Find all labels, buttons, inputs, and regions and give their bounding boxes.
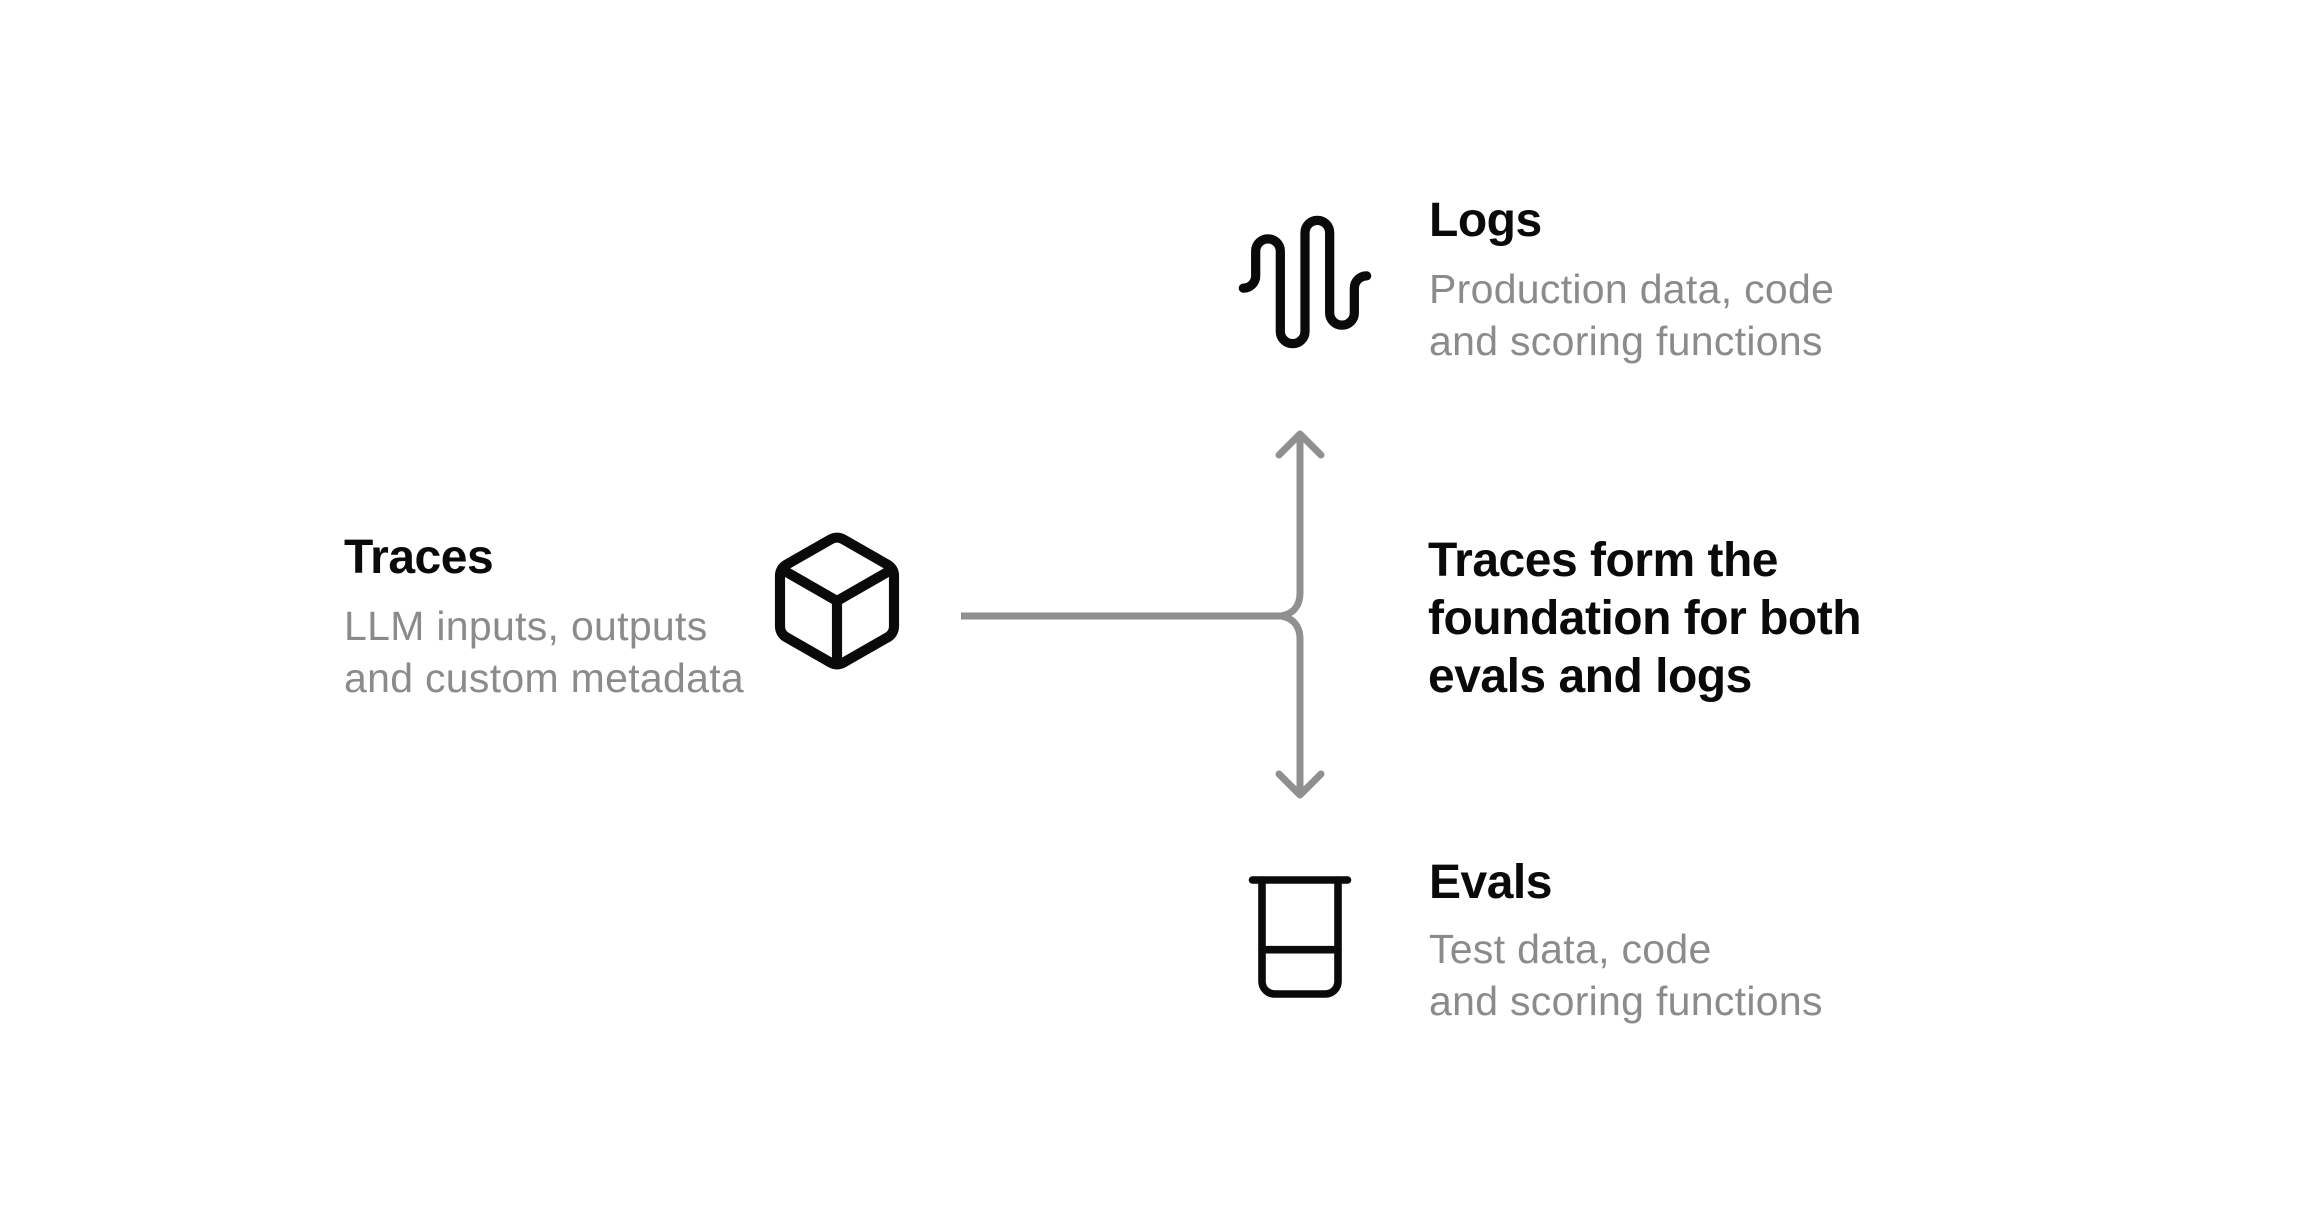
logs-title: Logs bbox=[1429, 194, 1542, 247]
connector-branch-down bbox=[1280, 612, 1304, 790]
fork-connector bbox=[961, 430, 1325, 799]
traces-subtitle-line2: and custom metadata bbox=[344, 655, 744, 701]
logs-subtitle-line1: Production data, code bbox=[1429, 266, 1835, 312]
traces-title: Traces bbox=[344, 531, 494, 584]
evals-title: Evals bbox=[1429, 856, 1552, 909]
arrow-down-icon bbox=[1275, 770, 1325, 799]
logs-subtitle: Production data, code and scoring functio… bbox=[1429, 263, 1834, 367]
evals-subtitle: Test data, code and scoring functions bbox=[1429, 923, 1823, 1027]
beaker-icon bbox=[1248, 876, 1352, 998]
annotation-line3: evals and logs bbox=[1428, 650, 1752, 703]
connector-branch-up bbox=[961, 439, 1304, 620]
annotation-line1: Traces form the bbox=[1428, 534, 1778, 587]
evals-subtitle-line1: Test data, code bbox=[1429, 926, 1712, 972]
arrow-up-icon bbox=[1275, 430, 1325, 459]
audio-waveform-icon bbox=[1238, 215, 1372, 349]
annotation-line2: foundation for both bbox=[1428, 592, 1862, 645]
cube-icon bbox=[774, 532, 900, 670]
evals-subtitle-line2: and scoring functions bbox=[1429, 978, 1823, 1024]
traces-subtitle: LLM inputs, outputs and custom metadata bbox=[344, 600, 744, 704]
traces-subtitle-line1: LLM inputs, outputs bbox=[344, 603, 708, 649]
logs-subtitle-line2: and scoring functions bbox=[1429, 318, 1823, 364]
